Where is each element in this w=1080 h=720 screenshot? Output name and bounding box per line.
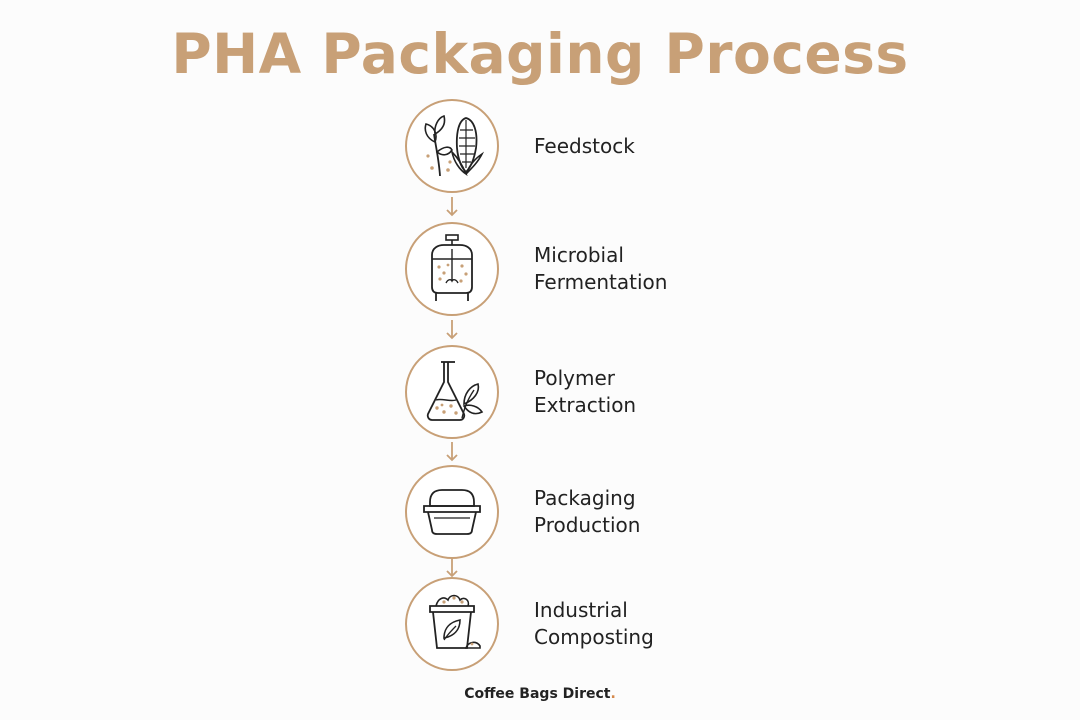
down-arrow-icon [446,558,458,578]
step-industrial-composting: Industrial Composting [404,576,864,672]
step-label: Polymer Extraction [534,344,636,440]
footer-brand-text: Coffee Bags Direct [464,686,611,702]
step-microbial-fermentation: Microbial Fermentation [404,221,864,317]
step-label-line: Packaging [534,486,636,510]
down-arrow-icon [446,197,458,217]
step-packaging-production: Packaging Production [404,464,864,560]
flask-leaf-icon [404,344,500,440]
footer-brand-dot: . [610,686,616,702]
down-arrow-icon [446,320,458,340]
plant-corn-icon [404,98,500,194]
step-label-line: Fermentation [534,270,668,294]
step-label-line: Microbial [534,243,624,267]
step-label-line: Industrial [534,598,628,622]
step-polymer-extraction: Polymer Extraction [404,344,864,440]
footer-brand: Coffee Bags Direct. [0,686,1080,702]
container-box-icon [404,464,500,560]
step-label: Microbial Fermentation [534,221,667,317]
down-arrow-icon [446,442,458,462]
step-label-line: Feedstock [534,133,635,158]
fermentation-tank-icon [404,221,500,317]
compost-bin-icon [404,576,500,672]
step-label-line: Polymer [534,366,615,390]
page-title: PHA Packaging Process [171,22,909,86]
step-feedstock: Feedstock [404,98,864,194]
step-label-line: Extraction [534,393,637,417]
step-label: Feedstock [534,98,635,194]
step-label-line: Production [534,513,641,537]
step-label-line: Composting [534,625,654,649]
step-label: Industrial Composting [534,576,654,672]
step-label: Packaging Production [534,464,640,560]
